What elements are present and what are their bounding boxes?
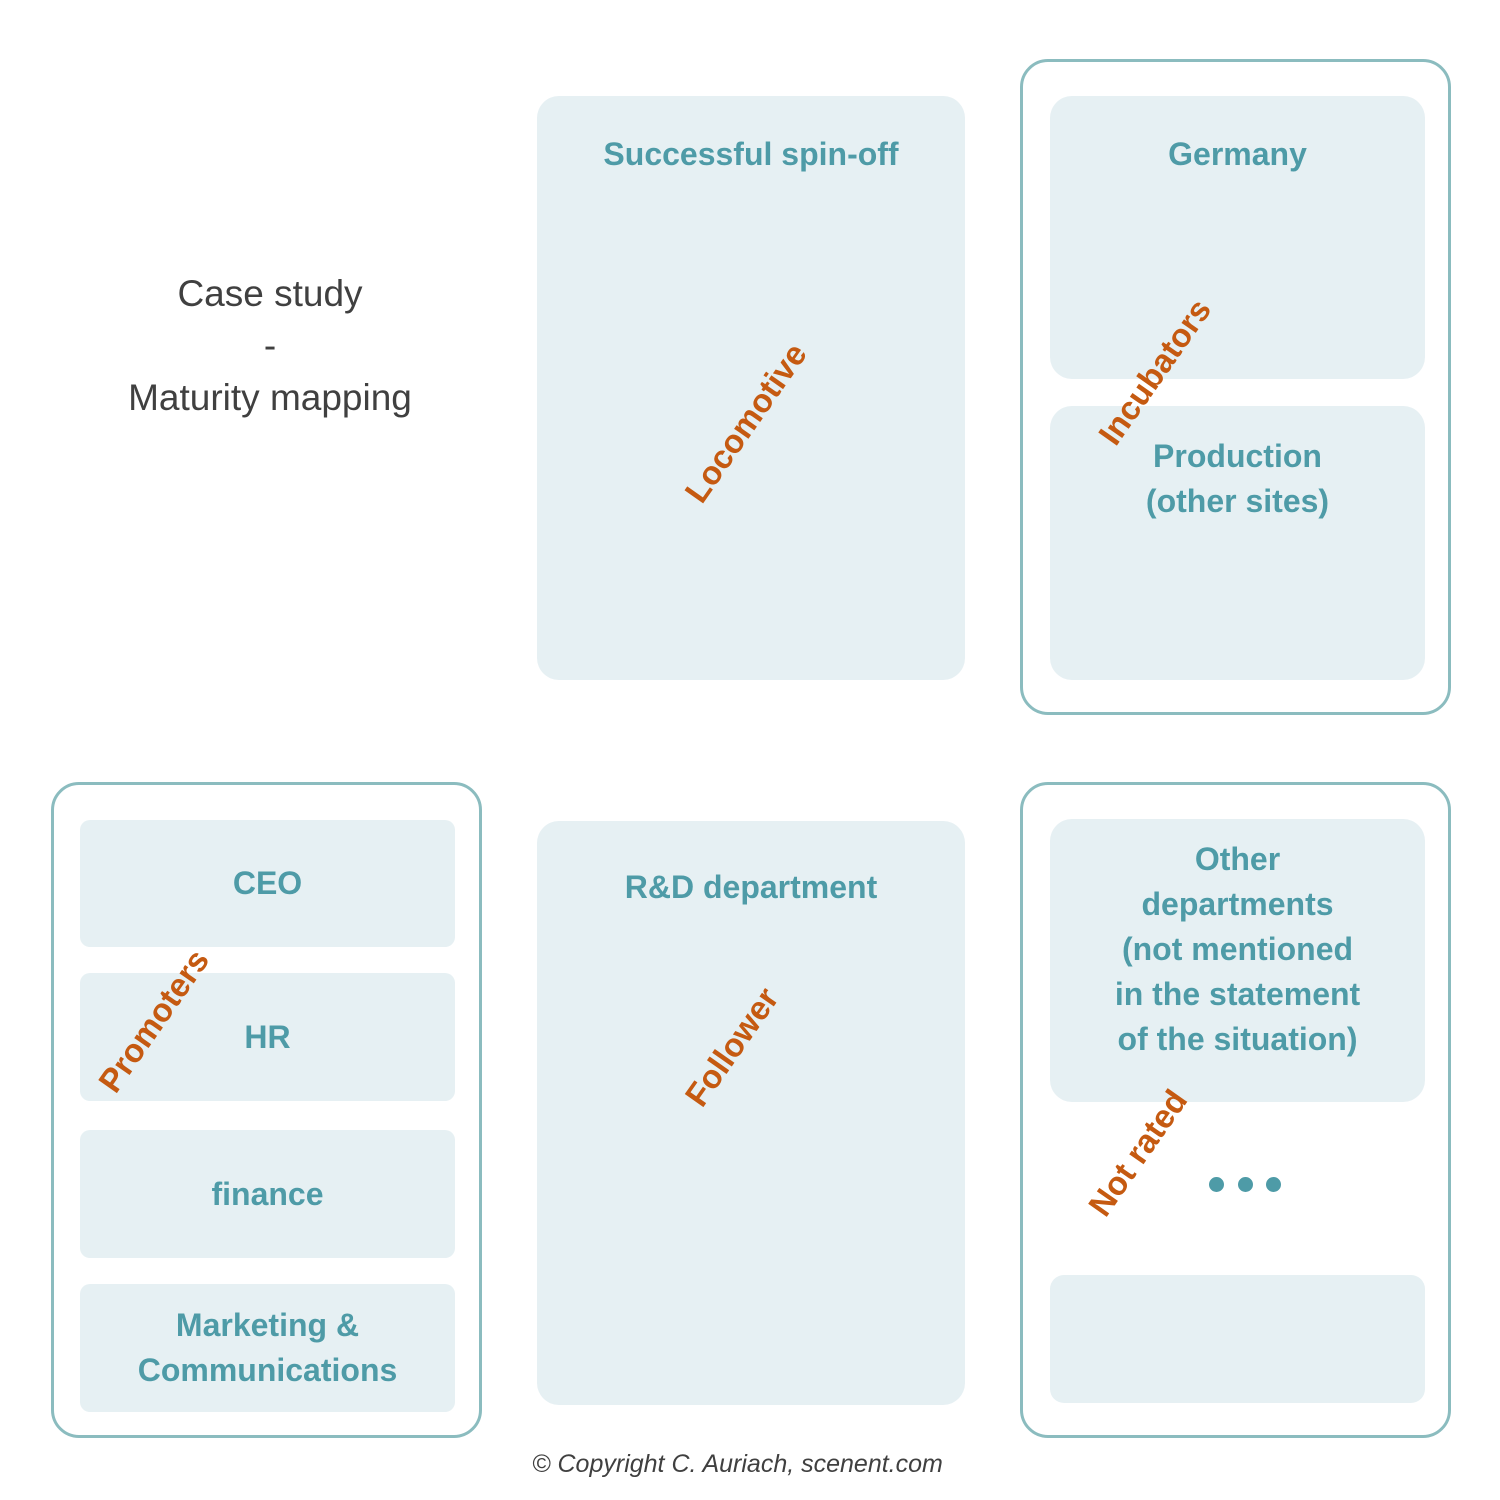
ceo-box: CEO: [80, 820, 455, 947]
germany-label: Germany: [1168, 136, 1307, 172]
other-line-4: in the statement: [1114, 976, 1361, 1012]
ellipsis-dot: [1209, 1176, 1224, 1192]
other-departments-box: Other departments (not mentioned in the …: [1050, 819, 1425, 1102]
other-departments-label: Other departments (not mentioned in the …: [1115, 837, 1360, 1062]
rd-department-box: R&D department: [537, 821, 965, 1405]
production-box: Production (other sites): [1050, 406, 1425, 680]
marketing-box: Marketing & Communications: [80, 1284, 455, 1412]
hr-box: HR: [80, 973, 455, 1101]
other-line-1: Other: [1194, 841, 1281, 877]
ellipsis-dot: [1237, 1176, 1253, 1192]
empty-box: [1050, 1275, 1425, 1403]
title-line-1: Case study: [177, 273, 363, 314]
production-label: Production (other sites): [1146, 434, 1329, 524]
hr-label: HR: [244, 1018, 291, 1055]
marketing-label: Marketing & Communications: [138, 1303, 398, 1393]
ceo-label: CEO: [232, 865, 303, 901]
finance-label: finance: [211, 1175, 324, 1212]
rd-department-label: R&D department: [624, 869, 878, 905]
production-line-1: Production: [1153, 438, 1322, 474]
other-line-2: departments: [1141, 886, 1334, 922]
marketing-line-2: Communications: [137, 1352, 398, 1388]
marketing-line-1: Marketing &: [175, 1307, 360, 1343]
ellipsis-dot: [1266, 1176, 1281, 1192]
copyright-notice: © Copyright C. Auriach, scenent.com: [532, 1450, 943, 1478]
germany-box: Germany: [1050, 96, 1425, 379]
title-line-3: Maturity mapping: [128, 377, 412, 418]
other-line-5: of the situation): [1117, 1021, 1358, 1057]
successful-spinoff-label: Successful spin-off: [603, 136, 899, 172]
diagram-title: Case study - Maturity mapping: [60, 268, 480, 424]
ellipsis-icon: [1209, 1174, 1281, 1194]
finance-box: finance: [80, 1130, 455, 1258]
production-line-2: (other sites): [1145, 483, 1330, 519]
title-line-2: -: [263, 325, 277, 366]
other-line-3: (not mentioned: [1121, 931, 1354, 967]
successful-spinoff-box: Successful spin-off: [537, 96, 965, 680]
